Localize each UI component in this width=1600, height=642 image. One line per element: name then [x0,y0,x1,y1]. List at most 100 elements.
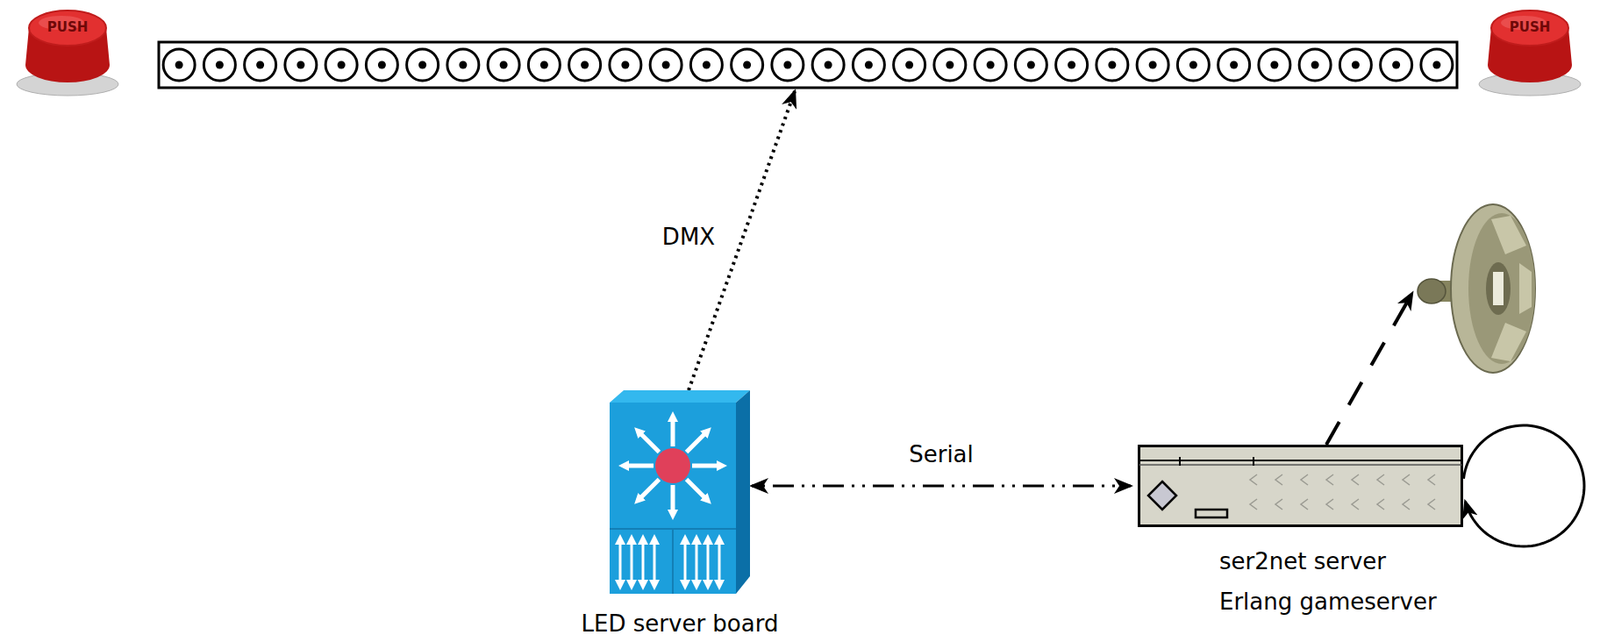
led-dot [986,61,995,70]
audio-wire [1326,292,1413,445]
button-text: PUSH [1509,19,1551,36]
led-lamp [203,49,236,81]
led-dot [905,61,914,70]
led-lamp [690,49,722,81]
led-lamp [1136,49,1169,81]
led-dot [1311,61,1320,70]
led-dot [1270,61,1279,70]
led-dot [175,61,184,70]
port-arrow [642,539,645,586]
led-dot [1149,61,1158,70]
port-arrow [630,539,634,586]
board-side [735,390,750,594]
server-slot [1195,509,1228,518]
led-lamp [1299,49,1331,81]
led-dot [742,61,751,70]
led-dot [783,61,792,70]
server-vent [1326,474,1334,486]
led-dot [1067,61,1076,70]
board-arrow [637,430,659,452]
server-vent [1275,474,1283,486]
server-band [1139,459,1463,462]
board-hub [655,448,691,484]
led-dot [296,61,305,70]
server-vent [1300,474,1308,486]
board-arrow [686,479,708,501]
board-top [609,390,750,403]
led-dot [215,61,224,70]
led-lamp [893,49,926,81]
port-arrow [684,539,687,586]
led-lamp [325,49,358,81]
server-vent [1428,499,1436,510]
led-lamp [1218,49,1250,81]
led-lamp [1339,49,1372,81]
led-lamp [447,49,479,81]
led-lamp [771,49,804,81]
led-lamp [569,49,601,81]
server-vent [1351,474,1359,486]
led-lamp [1380,49,1413,81]
led-dot [1432,61,1441,70]
server-vent [1250,499,1258,510]
server-vent [1428,474,1436,486]
server-box: ser2net serverErlang gameserver [1137,444,1464,528]
board-front [609,402,736,594]
led-dot [1392,61,1400,70]
led-dot [418,61,427,70]
led-dot [337,61,346,70]
port-arrow [619,539,622,586]
speaker-light [1492,271,1504,306]
led-dot [864,61,873,70]
server-vent [1402,474,1410,486]
led-lamp [487,49,520,81]
speaker-dish [1450,204,1536,373]
speaker-segment [1491,322,1527,362]
led-dot [1027,61,1036,70]
board-arrow [671,485,676,515]
server-vent [1300,499,1308,510]
port-arrow [707,539,710,586]
server-vent [1250,474,1258,486]
led-lamp [407,49,439,81]
led-lamp [1014,49,1047,81]
led-lamp [852,49,885,81]
button-top [28,10,107,46]
board-divider [671,528,674,594]
server-case [1139,446,1463,527]
led-dot [1189,61,1198,70]
led-lamp [528,49,560,81]
led-lamp [1258,49,1291,81]
node-outline [609,390,750,594]
led-dot [378,61,386,70]
led-dot [1229,61,1238,70]
speaker-inner [1468,213,1536,365]
led-dot [458,61,467,70]
led-dot [702,61,711,70]
node-label: Erlang gameserver [1219,588,1437,615]
led-dot [945,61,954,70]
led-dot [1351,61,1360,70]
speaker-horn [1417,204,1536,373]
signal-label: DMX [662,223,715,250]
push-button [1478,10,1581,96]
led-dot [500,61,508,70]
led-strip-frame [158,42,1458,88]
server-vent [1351,499,1359,510]
led-dot [824,61,833,70]
server-vent [1377,474,1385,486]
connector-label: Serial [906,441,977,468]
speaker-segment [1491,215,1527,255]
server-tick [1178,457,1181,466]
led-lamp [1096,49,1129,81]
led-lamp [1421,49,1453,81]
port-arrow [718,539,722,586]
server-band [1139,464,1463,466]
server-vent [1326,499,1334,510]
led-server-board: LED server board [609,390,750,594]
loop-connector [1463,425,1585,547]
